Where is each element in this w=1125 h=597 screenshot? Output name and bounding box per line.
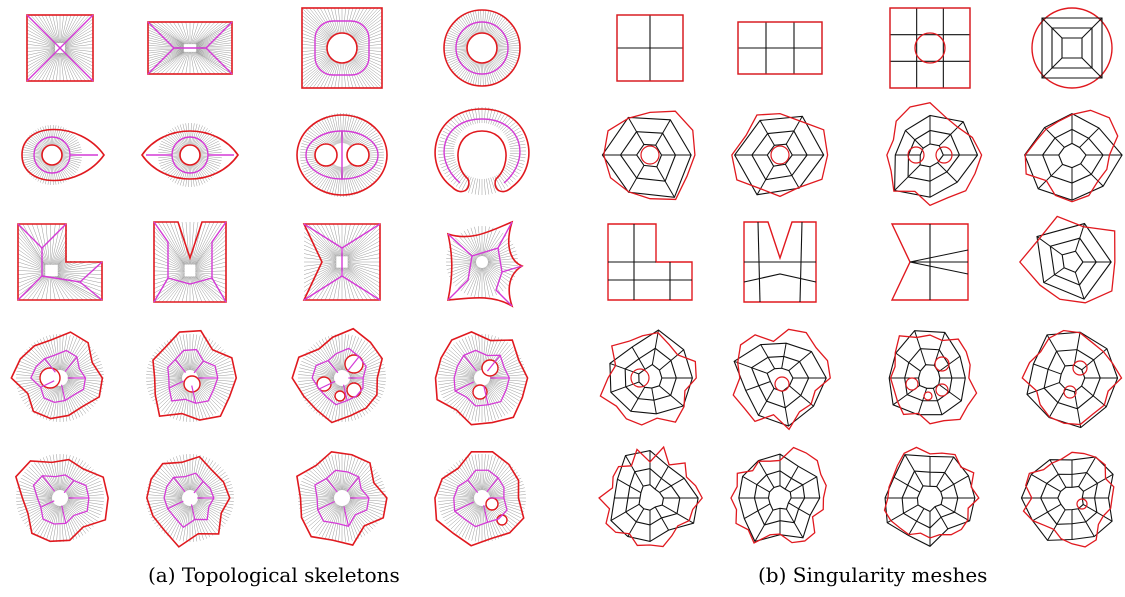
mesh-spiral-shape (884, 447, 978, 546)
mesh-hook-shape (1025, 110, 1122, 201)
skeleton-bowtie (304, 224, 380, 300)
mesh-loop-shape (1021, 452, 1113, 547)
mesh-annulus (1032, 8, 1112, 88)
skeleton-jagged-shape (16, 454, 108, 542)
skeleton-blob-one-hole (146, 331, 236, 422)
mesh-teardrop (602, 111, 695, 199)
skeleton-lens (142, 123, 238, 187)
skeleton-loop-shape (435, 452, 526, 546)
mesh-bowtie (892, 224, 968, 300)
skeleton-spiral-shape (297, 452, 387, 545)
skeleton-twisted-shape (146, 454, 234, 547)
mesh-star-curve (1020, 216, 1115, 302)
panel-topological-skeletons (11, 8, 529, 547)
mesh-square (617, 15, 683, 81)
skeleton-star-curve (446, 222, 522, 306)
skeleton-blob-two-holes (436, 332, 528, 425)
mesh-square-with-hole (890, 8, 970, 88)
skeleton-annulus (444, 10, 520, 86)
skeleton-fish-shape (11, 332, 104, 422)
mesh-twisted-shape (731, 447, 826, 542)
skeleton-rectangle (148, 22, 232, 74)
mesh-lens (732, 114, 828, 197)
mesh-rectangle (738, 22, 822, 74)
mesh-blob-one-hole (733, 329, 830, 429)
skeleton-teardrop (22, 125, 104, 185)
mesh-fish-shape (600, 330, 696, 425)
caption-topological-skeletons: (a) Topological skeletons (148, 563, 400, 587)
skeleton-square-with-hole (302, 8, 382, 88)
skeleton-square (27, 15, 93, 81)
skeleton-hook-shape (435, 107, 529, 195)
mesh-oval-two-holes (887, 103, 982, 206)
skeleton-v-notch (154, 222, 226, 302)
skeleton-blob-many-holes (292, 329, 386, 423)
skeleton-oval-two-holes (297, 113, 387, 197)
caption-singularity-meshes: (b) Singularity meshes (758, 563, 987, 587)
mesh-v-notch (744, 222, 816, 302)
mesh-l-shape (608, 224, 692, 300)
mesh-jagged-shape (599, 447, 702, 546)
panel-singularity-meshes (599, 8, 1122, 547)
mesh-blob-many-holes (889, 331, 976, 424)
skeleton-l-shape (18, 224, 107, 300)
mesh-blob-two-holes (1022, 331, 1121, 428)
